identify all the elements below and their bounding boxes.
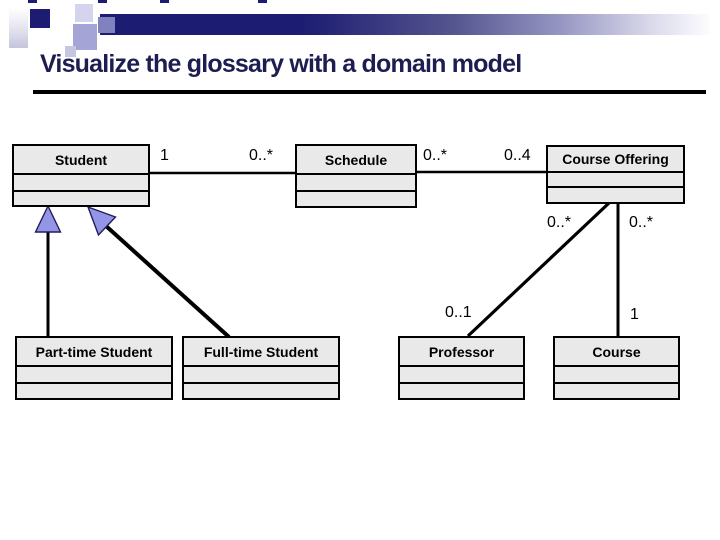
multiplicity-label: 0..4 [504,147,531,164]
operations-compartment [184,384,338,398]
operations-compartment [14,192,148,205]
operations-compartment [548,188,683,202]
class-name: Professor [400,338,523,367]
deco-top-sliver [258,0,267,3]
attributes-compartment [184,367,338,384]
deco-gradient-strip [9,8,28,48]
class-box-schedule: Schedule [295,144,417,208]
operations-compartment [297,192,415,206]
header-gradient-bar [100,14,710,35]
multiplicity-label: 0..* [249,147,274,164]
operations-compartment [400,384,523,398]
multiplicity-label: 1 [630,306,639,323]
association-line-courseoffering-professor [466,201,611,338]
deco-top-sliver [28,0,37,3]
attributes-compartment [548,173,683,188]
deco-square-lavender [73,24,97,50]
multiplicity-label: 0..1 [445,304,472,321]
title-underline [33,90,706,94]
attributes-compartment [555,367,678,384]
class-box-professor: Professor [398,336,525,400]
multiplicity-label: 0..* [629,214,654,231]
deco-square-lavender-small [75,4,93,22]
class-name: Course [555,338,678,367]
generalization-line-fulltime-student [104,224,231,339]
class-name: Student [14,146,148,175]
deco-top-sliver [160,0,169,3]
deco-top-sliver [98,0,107,3]
generalization-arrowhead-icon [86,205,117,237]
attributes-compartment [297,175,415,192]
generalization-arrowhead-icon [34,204,62,233]
class-name: Full-time Student [184,338,338,367]
deco-square-gray [65,46,76,57]
class-box-student: Student [12,144,150,207]
attributes-compartment [17,367,171,384]
operations-compartment [17,384,171,398]
multiplicity-label: 0..* [547,214,572,231]
deco-square-navy [30,9,50,28]
class-box-course-offering: Course Offering [546,145,685,204]
class-name: Course Offering [548,147,683,173]
attributes-compartment [400,367,523,384]
class-name: Part-time Student [17,338,171,367]
class-box-course: Course [553,336,680,400]
attributes-compartment [14,175,148,192]
page-title: Visualize the glossary with a domain mod… [40,50,522,78]
operations-compartment [555,384,678,398]
class-box-part-time-student: Part-time Student [15,336,173,400]
multiplicity-label: 1 [160,147,169,164]
class-name: Schedule [297,146,415,175]
multiplicity-label: 0..* [423,147,448,164]
deco-square-blue [98,17,115,33]
class-box-full-time-student: Full-time Student [182,336,340,400]
